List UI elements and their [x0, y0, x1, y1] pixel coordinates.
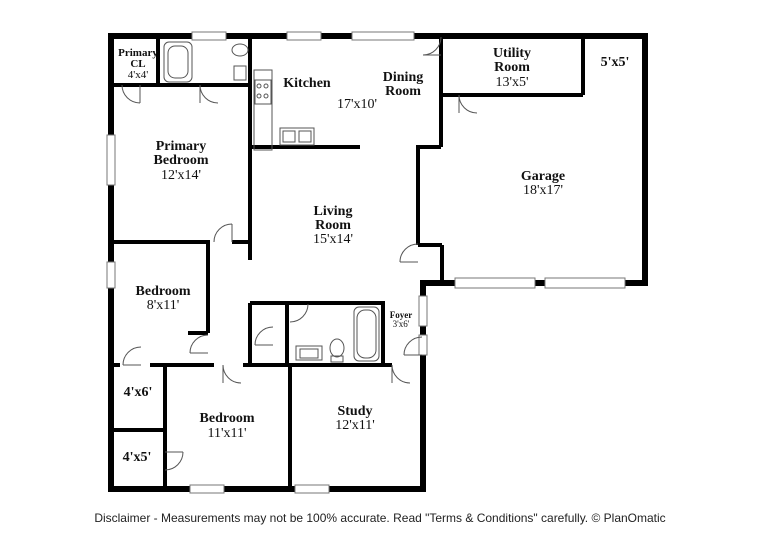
primary-closet-dims: 4'x4' [128, 69, 148, 81]
study-dims: 12'x11' [335, 418, 375, 433]
utility-label-2: Room [494, 60, 530, 75]
kitchen-label: Kitchen [283, 76, 331, 91]
utility-label-1: Utility [493, 46, 531, 61]
doors [121, 36, 478, 471]
primary-bedroom-dims: 12'x14' [161, 168, 201, 183]
living-label-2: Room [315, 218, 351, 233]
closet-4x6-dims: 4'x6' [124, 385, 153, 400]
living-label-1: Living [314, 204, 353, 219]
disclaimer-text: Disclaimer - Measurements may not be 100… [94, 511, 666, 525]
bedroom2-label: Bedroom [136, 284, 191, 299]
fixtures [163, 41, 380, 363]
dining-dims: 17'x10' [337, 97, 377, 112]
primary-bedroom-label-2: Bedroom [154, 153, 209, 168]
primary-closet-label-1: Primary [118, 47, 158, 59]
dining-label-1: Dining [383, 70, 423, 85]
garage-dims: 18'x17' [523, 183, 563, 198]
study-label: Study [337, 404, 372, 419]
primary-closet-label-2: CL [130, 58, 145, 70]
bedroom3-label: Bedroom [200, 411, 255, 426]
dining-label-2: Room [385, 84, 421, 99]
foyer-dims: 3'x6' [393, 319, 410, 329]
closet-4x5-dims: 4'x5' [123, 450, 152, 465]
exterior-walls [108, 33, 648, 492]
foyer-label: Foyer [390, 310, 413, 320]
garage-label: Garage [521, 169, 565, 184]
interior-walls [111, 38, 585, 489]
bedroom3-dims: 11'x11' [207, 426, 246, 441]
bedroom2-dims: 8'x11' [147, 298, 180, 313]
windows [106, 31, 626, 494]
living-dims: 15'x14' [313, 232, 353, 247]
garage-closet-dims: 5'x5' [601, 55, 630, 70]
primary-bedroom-label-1: Primary [156, 139, 207, 154]
utility-dims: 13'x5' [495, 75, 528, 90]
